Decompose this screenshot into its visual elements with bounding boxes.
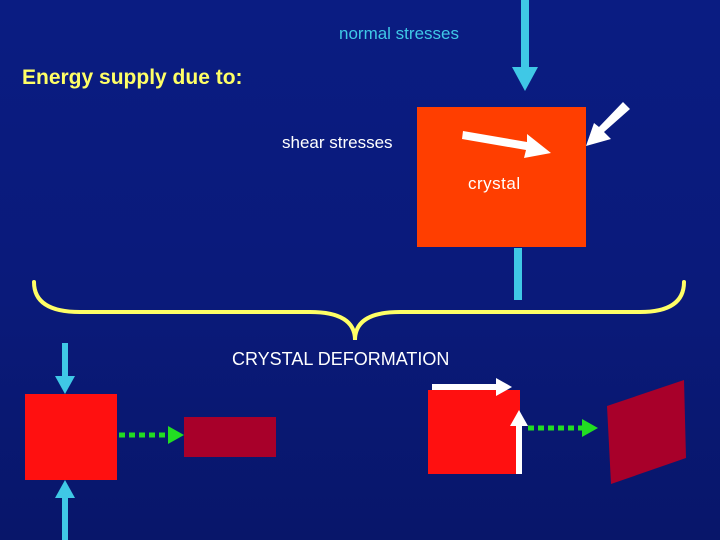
shear-arrow-top [432, 378, 512, 396]
crystal-box [417, 107, 586, 247]
shear-stress-arrow [462, 131, 551, 158]
normal-stress-arrow-down [512, 0, 538, 91]
title: Energy supply due to: [22, 66, 243, 89]
transition-arrow-right [528, 419, 598, 437]
normal-stresses-label: normal stresses [339, 24, 459, 43]
brace [32, 280, 686, 341]
undeformed-crystal-shear [428, 390, 520, 474]
sheared-crystal [607, 380, 686, 484]
shear-stresses-label: shear stresses [282, 133, 393, 152]
deformation-label: CRYSTAL DEFORMATION [232, 349, 450, 369]
compression-arrow-up [55, 480, 75, 540]
crystal-label: crystal [468, 174, 521, 193]
compressed-crystal [184, 417, 276, 457]
compression-arrow-down [55, 343, 75, 394]
transition-arrow-left [119, 426, 184, 444]
normal-stress-arrow-up [514, 248, 522, 300]
shear-arrow-side [510, 410, 528, 474]
undeformed-crystal-compression [25, 394, 117, 480]
diagonal-stress-arrow [586, 102, 630, 146]
